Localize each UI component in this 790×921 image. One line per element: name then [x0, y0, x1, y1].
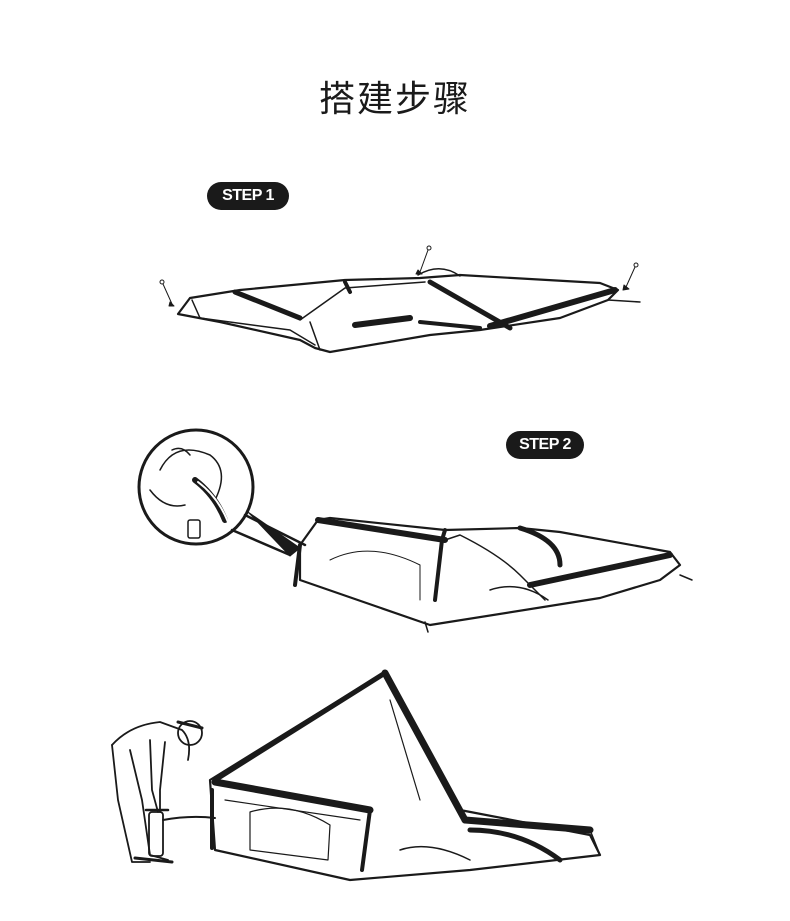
raised-tent-illustration [111, 669, 602, 882]
flat-tent-illustration [159, 245, 641, 354]
step-1-badge: STEP 1 [207, 182, 289, 210]
page-title: 搭建步骤 [318, 79, 471, 120]
step-2-badge: STEP 2 [506, 431, 584, 459]
inflating-tent-illustration [137, 428, 693, 633]
